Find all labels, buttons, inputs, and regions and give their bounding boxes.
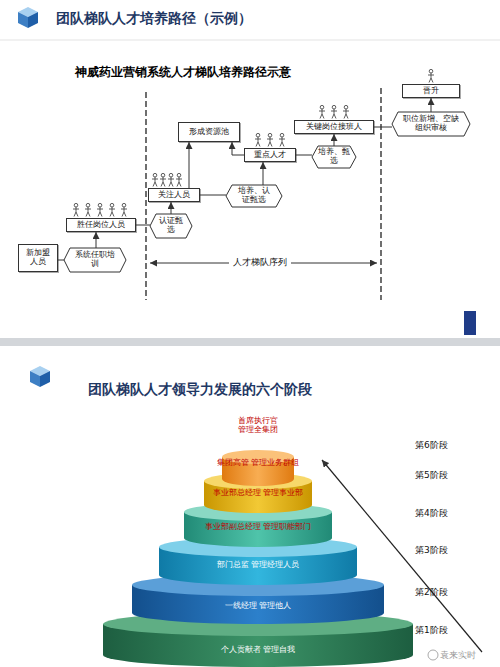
watermark-logo bbox=[428, 650, 438, 660]
slide-title: 团队梯队人才培养路径（示例） bbox=[56, 10, 252, 26]
flow-connector bbox=[189, 142, 190, 188]
phase-divider bbox=[380, 88, 381, 300]
stage-label: 第6阶段 bbox=[415, 440, 448, 450]
node-text: 个人贡献者 管理自我 bbox=[221, 646, 296, 655]
cube-icon bbox=[30, 366, 50, 387]
person-icon bbox=[176, 173, 182, 186]
node-text: 职位新增、空缺组织审核 bbox=[400, 115, 462, 133]
person-icon bbox=[152, 173, 158, 186]
cylinder-top bbox=[132, 574, 384, 596]
cube-face bbox=[28, 12, 38, 28]
cube-face bbox=[18, 12, 28, 28]
node-text: 事业部副总经理 管理职能部门 bbox=[205, 523, 312, 532]
cylinder-top bbox=[204, 473, 312, 489]
step-hexagon: 培养、甄选 bbox=[312, 146, 356, 168]
slide-gap bbox=[0, 338, 500, 346]
step-hexagon: 培养、认证甄选 bbox=[226, 185, 282, 207]
node-text: 胜任岗位人员 bbox=[77, 221, 125, 230]
person-icon bbox=[343, 105, 349, 118]
flow-connector bbox=[58, 260, 64, 261]
flow-connector bbox=[96, 232, 97, 248]
watermark: 袁来实时 bbox=[440, 650, 476, 660]
stage-label: 第5阶段 bbox=[415, 470, 448, 480]
cylinder-top bbox=[103, 612, 413, 636]
cube-icon bbox=[18, 7, 38, 28]
node-text: 关键岗位接班人 bbox=[306, 123, 362, 132]
node-text: 关注人员 bbox=[158, 191, 190, 200]
person-icon bbox=[121, 203, 127, 216]
person-icon bbox=[97, 203, 103, 216]
process-box: 关键岗位接班人 bbox=[294, 120, 374, 134]
stage-label: 第4阶段 bbox=[415, 508, 448, 518]
corner-bar bbox=[464, 311, 476, 335]
step-hexagon: 认证甄选 bbox=[150, 214, 192, 238]
node-text: 系统任职培训 bbox=[72, 251, 118, 269]
process-box: 胜任岗位人员 bbox=[66, 218, 136, 232]
flow-connector bbox=[171, 202, 172, 214]
hexagon-outline bbox=[392, 112, 470, 136]
cylinder-shape bbox=[222, 450, 294, 486]
step-hexagon: 职位新增、空缺组织审核 bbox=[392, 112, 470, 136]
person-icon bbox=[428, 69, 434, 82]
node-text: 重点人才 bbox=[254, 151, 286, 160]
phase-divider bbox=[145, 92, 146, 300]
node-text: 集团高管 管理业务群组 bbox=[217, 459, 300, 468]
process-box: 关注人员 bbox=[148, 188, 200, 202]
person-icon bbox=[160, 173, 166, 186]
flow-connector bbox=[232, 142, 244, 155]
node-text: 培养、认证甄选 bbox=[235, 187, 273, 205]
cube-face bbox=[30, 371, 40, 387]
process-box: 新加盟人员 bbox=[18, 244, 58, 272]
sequence-label: 人才梯队序列 bbox=[233, 257, 287, 267]
node-text: 部门总监 管理经理人员 bbox=[217, 561, 300, 570]
person-icon bbox=[73, 203, 79, 216]
node-text: 新加盟人员 bbox=[24, 249, 52, 267]
node-text: 一线经理 管理他人 bbox=[225, 602, 292, 611]
step-hexagon: 系统任职培训 bbox=[64, 248, 126, 272]
range-arrow bbox=[291, 263, 377, 264]
node-text: 培养、甄选 bbox=[318, 148, 350, 166]
range-arrow bbox=[150, 263, 229, 264]
hexagon-outline bbox=[226, 185, 282, 207]
person-icon bbox=[279, 133, 285, 146]
stage-label: 第2阶段 bbox=[415, 587, 448, 597]
header-rule bbox=[0, 40, 500, 41]
node-text: 形成资源池 bbox=[189, 128, 229, 137]
person-icon bbox=[109, 203, 115, 216]
person-icon bbox=[255, 133, 261, 146]
flow-connector bbox=[431, 98, 432, 112]
flow-connector bbox=[200, 195, 226, 196]
process-box: 晋升 bbox=[402, 84, 460, 98]
top-role-label: 首席执行官 管理全集团 bbox=[235, 416, 281, 434]
stage-label: 第3阶段 bbox=[415, 545, 448, 555]
slide-background bbox=[0, 0, 500, 338]
person-icon bbox=[331, 105, 337, 118]
cylinder-top bbox=[184, 503, 332, 521]
flow-connector bbox=[334, 134, 335, 146]
flow-connector bbox=[296, 155, 312, 156]
node-text: 认证甄选 bbox=[158, 217, 184, 235]
cylinder-top bbox=[159, 537, 357, 557]
flow-connector bbox=[136, 225, 150, 226]
hexagon-outline bbox=[64, 248, 126, 272]
person-icon bbox=[319, 105, 325, 118]
node-text: 事业部总经理 管理事业部 bbox=[213, 489, 304, 498]
process-box: 形成资源池 bbox=[178, 122, 240, 142]
slide-title: 团队梯队人才领导力发展的六个阶段 bbox=[88, 381, 312, 397]
pyramid-tier: 集团高管 管理业务群组 bbox=[222, 450, 294, 486]
flow-connector bbox=[263, 162, 264, 185]
node-text: 晋升 bbox=[423, 87, 439, 96]
person-icon bbox=[168, 173, 174, 186]
diagram-subtitle: 神威药业营销系统人才梯队培养路径示意 bbox=[75, 66, 291, 80]
hexagon-outline bbox=[150, 214, 192, 238]
flow-connector bbox=[374, 127, 392, 128]
stage-label: 第1阶段 bbox=[415, 625, 448, 635]
process-box: 重点人才 bbox=[244, 148, 296, 162]
slide-background bbox=[0, 346, 500, 667]
person-icon bbox=[267, 133, 273, 146]
cube-face bbox=[40, 371, 50, 387]
person-icon bbox=[85, 203, 91, 216]
hexagon-outline bbox=[312, 146, 356, 168]
